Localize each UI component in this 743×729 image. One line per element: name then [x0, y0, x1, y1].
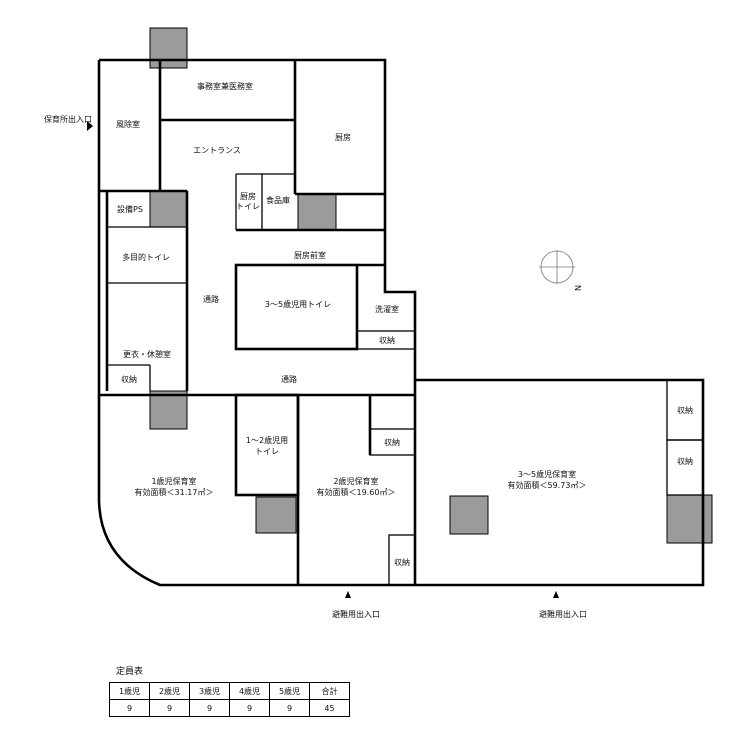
capacity-header-cell: 5歳児 [269, 682, 310, 700]
evacuation-arrow-icon [553, 591, 559, 598]
label-room-2yr: 2歳児保育室有効面積＜19.60㎡＞ [317, 476, 396, 497]
capacity-header-cell: 合計 [309, 682, 350, 700]
compass: N [539, 250, 582, 291]
room-labels: 事務室兼医務室 風除室 エントランス 厨房 厨房トイレ 食品庫 設備PS 多目的… [44, 81, 693, 619]
label-isolation: 風除室 [116, 119, 140, 129]
label-kitchen: 厨房 [335, 132, 351, 142]
capacity-header-cell: 4歳児 [229, 682, 270, 700]
main-entrance-arrow-icon [87, 121, 93, 131]
label-entrance: エントランス [193, 146, 241, 155]
label-multipurpose-toilet: 多目的トイレ [122, 252, 170, 262]
label-storage: 収納 [384, 437, 400, 447]
label-corridor: 通路 [203, 294, 219, 304]
label-toilet-1-2: 1～2歳児用トイレ [246, 435, 288, 456]
pillar [149, 190, 188, 228]
capacity-header-row: 1歳児 2歳児 3歳児 4歳児 5歳児 合計 [109, 682, 350, 700]
capacity-header-cell: 2歳児 [149, 682, 190, 700]
pillar [255, 496, 297, 534]
label-storage: 収納 [121, 374, 137, 384]
exterior-walls [97, 58, 705, 587]
label-main-entrance: 保育所出入口 [44, 114, 92, 124]
label-room-3-5yr: 3～5歳児保育室有効面積＜59.73㎡＞ [508, 469, 587, 490]
capacity-table-title: 定員表 [116, 667, 144, 677]
label-storage: 収納 [379, 335, 395, 345]
label-changing-room: 更衣・休憩室 [123, 349, 171, 359]
capacity-value-row: 9 9 9 9 9 45 [109, 699, 350, 717]
capacity-header-cell: 1歳児 [109, 682, 150, 700]
label-equipment-ps: 設備PS [117, 204, 143, 214]
capacity-value-cell: 9 [109, 699, 150, 717]
pillar [149, 390, 188, 430]
label-corridor: 通路 [281, 374, 297, 384]
label-room-1yr: 1歳児保育室有効面積＜31.17㎡＞ [135, 476, 214, 497]
capacity-value-cell: 9 [189, 699, 230, 717]
pillar [666, 494, 713, 544]
pillar [149, 27, 188, 69]
label-office: 事務室兼医務室 [197, 81, 253, 91]
pillar [297, 193, 337, 231]
capacity-table: 1歳児 2歳児 3歳児 4歳児 5歳児 合計 9 9 9 9 9 45 [109, 682, 350, 717]
entrance-markers [87, 121, 559, 598]
capacity-value-cell: 9 [149, 699, 190, 717]
label-laundry: 洗濯室 [375, 304, 399, 314]
capacity-value-cell: 9 [229, 699, 270, 717]
label-evacuation-exit: 避難用出入口 [539, 609, 587, 619]
label-storage: 収納 [394, 557, 410, 567]
interior-walls [99, 60, 704, 586]
label-storage: 収納 [677, 456, 693, 466]
pillars [149, 27, 713, 544]
label-kitchen-front: 厨房前室 [294, 250, 326, 260]
label-evacuation-exit: 避難用出入口 [332, 609, 380, 619]
label-kitchen-toilet: 厨房トイレ [236, 191, 260, 211]
label-toilet-3-5: 3～5歳児用トイレ [265, 299, 331, 309]
capacity-header-cell: 3歳児 [189, 682, 230, 700]
capacity-value-cell: 9 [269, 699, 310, 717]
pillar [449, 495, 489, 535]
label-pantry: 食品庫 [266, 195, 290, 205]
capacity-value-cell: 45 [309, 699, 350, 717]
floor-plan: N 事務室兼医務室 風除室 エントランス 厨房 厨房トイレ 食品庫 設備PS 多… [44, 27, 713, 619]
evacuation-arrow-icon [345, 591, 351, 598]
label-storage: 収納 [677, 405, 693, 415]
compass-north-label: N [573, 285, 582, 291]
